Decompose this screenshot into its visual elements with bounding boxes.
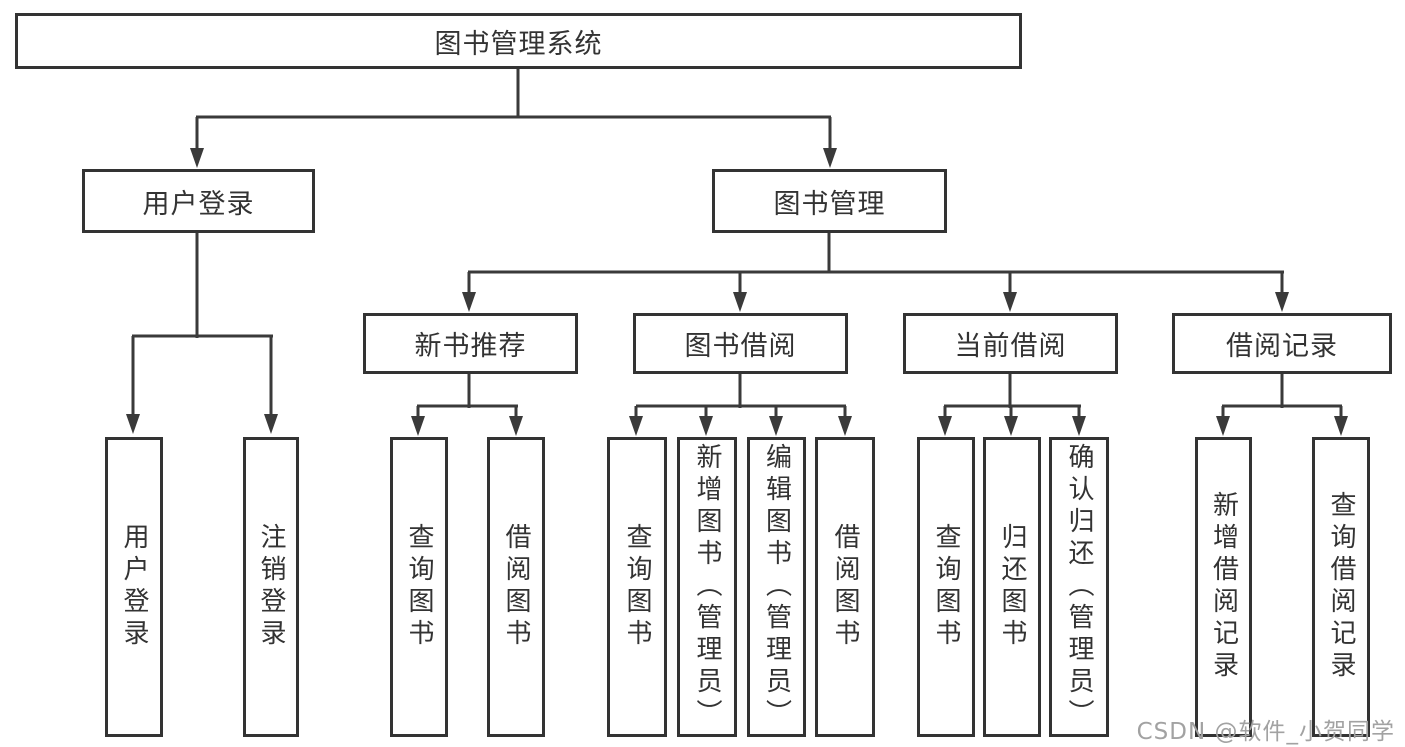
leaf-borrow-query-books: 查询图书	[607, 437, 667, 737]
arrowhead	[509, 416, 523, 436]
arrowhead	[938, 416, 952, 436]
leaf-label: 用户登录	[119, 523, 149, 651]
leaf-user-login: 用户登录	[105, 437, 163, 737]
watermark: CSDN @软件_小贺同学	[1136, 719, 1395, 745]
node-label: 用户登录	[142, 188, 255, 220]
leaf-label: 查询图书	[931, 523, 961, 651]
arrowhead	[411, 416, 425, 436]
arrowhead	[1334, 416, 1348, 436]
arrowhead	[462, 292, 476, 312]
leaf-query-borrow-record: 查询借阅记录	[1312, 437, 1370, 737]
node-label: 借阅记录	[1226, 331, 1338, 362]
leaf-current-query-books: 查询图书	[917, 437, 975, 737]
node-user-login: 用户登录	[82, 169, 315, 233]
leaf-add-borrow-record: 新增借阅记录	[1195, 437, 1252, 737]
arrowhead	[1003, 292, 1017, 312]
arrowhead	[1004, 416, 1018, 436]
leaf-label: 编辑图书（管理员）	[761, 443, 792, 731]
node-book-borrow: 图书借阅	[633, 313, 848, 374]
leaf-recommend-borrow-books: 借阅图书	[487, 437, 545, 737]
leaf-logout: 注销登录	[243, 437, 299, 737]
node-current-borrow: 当前借阅	[903, 313, 1118, 374]
node-new-book-recommend: 新书推荐	[363, 313, 578, 374]
arrowhead	[1216, 416, 1230, 436]
leaf-recommend-query-books: 查询图书	[390, 437, 448, 737]
arrowhead	[1072, 416, 1086, 436]
node-label: 图书管理系统	[434, 28, 603, 60]
node-label: 新书推荐	[414, 331, 527, 362]
leaf-return-books: 归还图书	[983, 437, 1041, 737]
leaf-label: 查询图书	[622, 523, 652, 651]
leaf-label: 查询图书	[404, 523, 434, 651]
node-book-management: 图书管理	[712, 169, 947, 233]
leaf-label: 新增借阅记录	[1208, 491, 1239, 683]
leaf-label: 确认归还（管理员）	[1064, 443, 1094, 731]
leaf-label: 查询借阅记录	[1326, 491, 1356, 683]
arrowhead	[733, 292, 747, 312]
arrowhead	[699, 416, 713, 436]
node-label: 图书管理	[773, 188, 886, 220]
leaf-edit-books-admin: 编辑图书（管理员）	[747, 437, 806, 737]
arrowhead	[823, 148, 837, 168]
node-label: 当前借阅	[954, 331, 1067, 362]
arrowhead	[190, 148, 204, 168]
leaf-confirm-return-admin: 确认归还（管理员）	[1049, 437, 1109, 737]
leaf-label: 注销登录	[256, 523, 286, 651]
leaf-label: 新增图书（管理员）	[692, 443, 722, 731]
node-label: 图书借阅	[684, 331, 797, 362]
node-library-system: 图书管理系统	[15, 13, 1022, 69]
arrowhead	[838, 416, 852, 436]
leaf-borrow-books: 借阅图书	[815, 437, 875, 737]
arrowhead	[1275, 292, 1289, 312]
leaf-label: 归还图书	[997, 523, 1027, 651]
leaf-label: 借阅图书	[501, 523, 531, 651]
leaf-label: 借阅图书	[830, 523, 860, 651]
node-borrow-records: 借阅记录	[1172, 313, 1392, 374]
leaf-add-books-admin: 新增图书（管理员）	[677, 437, 737, 737]
arrowhead	[629, 416, 643, 436]
arrowhead	[769, 416, 783, 436]
arrowhead	[264, 414, 278, 434]
arrowhead	[126, 414, 140, 434]
